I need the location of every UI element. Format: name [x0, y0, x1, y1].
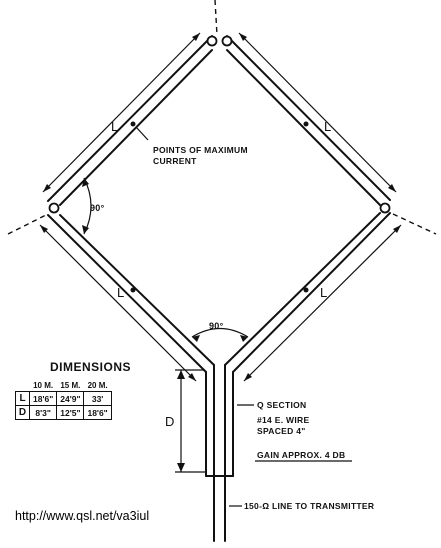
top-left-insulator [206, 35, 218, 47]
table-cell: 18'6" [83, 405, 112, 420]
l-dim-lower-left [39, 224, 197, 382]
diamond-upper-right-outer [226, 35, 391, 201]
points-label-line1: POINTS OF MAXIMUM [153, 145, 248, 155]
table-cell: 12'5" [56, 405, 85, 420]
dimensions-corner [16, 381, 30, 392]
table-cell: 18'6" [28, 391, 58, 406]
l-dim-upper-left [42, 32, 201, 193]
d-dimension-label: D [165, 414, 174, 429]
dimensions-header-row: 10 M. 15 M. 20 M. [16, 381, 112, 392]
bottom-angle-label: 90° [209, 321, 224, 331]
l-dim-lower-right [243, 224, 402, 382]
l-dim-upper-right [238, 32, 397, 193]
dimensions-title: DIMENSIONS [50, 360, 132, 374]
right-insulator [379, 202, 391, 214]
table-cell: 8'3" [28, 405, 58, 420]
diamond-upper-right-inner [226, 49, 381, 206]
right-support-line [392, 213, 437, 235]
source-url-text: http://www.qsl.net/va3iul [15, 509, 150, 523]
l-label-lower-right: L [320, 285, 327, 300]
max-current-point-upper-left [130, 121, 136, 127]
bottom-angle-arc [191, 327, 249, 338]
l-label-lower-left: L [117, 285, 124, 300]
table-row: D 8'3" 12'5" 18'6" [15, 405, 112, 420]
arrowhead [188, 373, 196, 381]
table-row: L 18'6" 24'9" 33' [15, 391, 112, 406]
points-label-line2: CURRENT [153, 156, 197, 166]
diamond-upper-left-outer [47, 35, 213, 202]
top-support-line [214, 0, 218, 36]
arrowhead [388, 184, 396, 192]
left-insulator [48, 202, 60, 214]
diamond-lower-left-inner [59, 214, 215, 366]
arrowhead [240, 335, 248, 342]
row-label: L [15, 391, 30, 406]
arrowhead [192, 335, 200, 342]
arrowhead [239, 33, 247, 41]
table-cell: 33' [83, 391, 112, 406]
arrowhead [40, 225, 48, 233]
diamond-lower-right-outer [232, 212, 391, 373]
arrowhead [82, 178, 89, 187]
max-current-point-lower-right [303, 287, 309, 293]
top-right-insulator [221, 35, 233, 47]
diamond-lower-left-outer [47, 214, 207, 373]
dimensions-table: 10 M. 15 M. 20 M. L 18'6" 24'9" 33' D 8'… [15, 381, 112, 420]
row-label: D [15, 405, 30, 420]
arrowhead [177, 463, 185, 472]
arrowhead [393, 225, 401, 233]
left-angle-label: 90° [90, 203, 105, 213]
max-current-point-upper-right [303, 121, 309, 127]
arrowhead [177, 370, 185, 379]
column-header: 20 M. [87, 381, 108, 390]
wire-label-line1: #14 E. WIRE [257, 415, 309, 425]
line-to-transmitter-label: 150-Ω LINE TO TRANSMITTER [244, 501, 374, 511]
left-support-line [7, 213, 49, 235]
max-current-point-lower-left [130, 287, 136, 293]
table-cell: 24'9" [56, 391, 85, 406]
arrowhead [82, 225, 89, 234]
wire-label-line2: SPACED 4" [257, 426, 306, 436]
arrowhead [192, 33, 200, 41]
column-header: 10 M. [33, 381, 54, 390]
q-section-label: Q SECTION [257, 400, 306, 410]
gain-label: GAIN APPROX. 4 DB [257, 450, 345, 460]
points-label-leader [135, 126, 149, 141]
l-label-upper-left: L [111, 119, 118, 134]
l-label-upper-right: L [324, 119, 331, 134]
diamond-lower-right-inner [224, 212, 381, 366]
arrowhead [244, 373, 252, 381]
arrowhead [43, 184, 51, 192]
column-header: 15 M. [60, 381, 81, 390]
